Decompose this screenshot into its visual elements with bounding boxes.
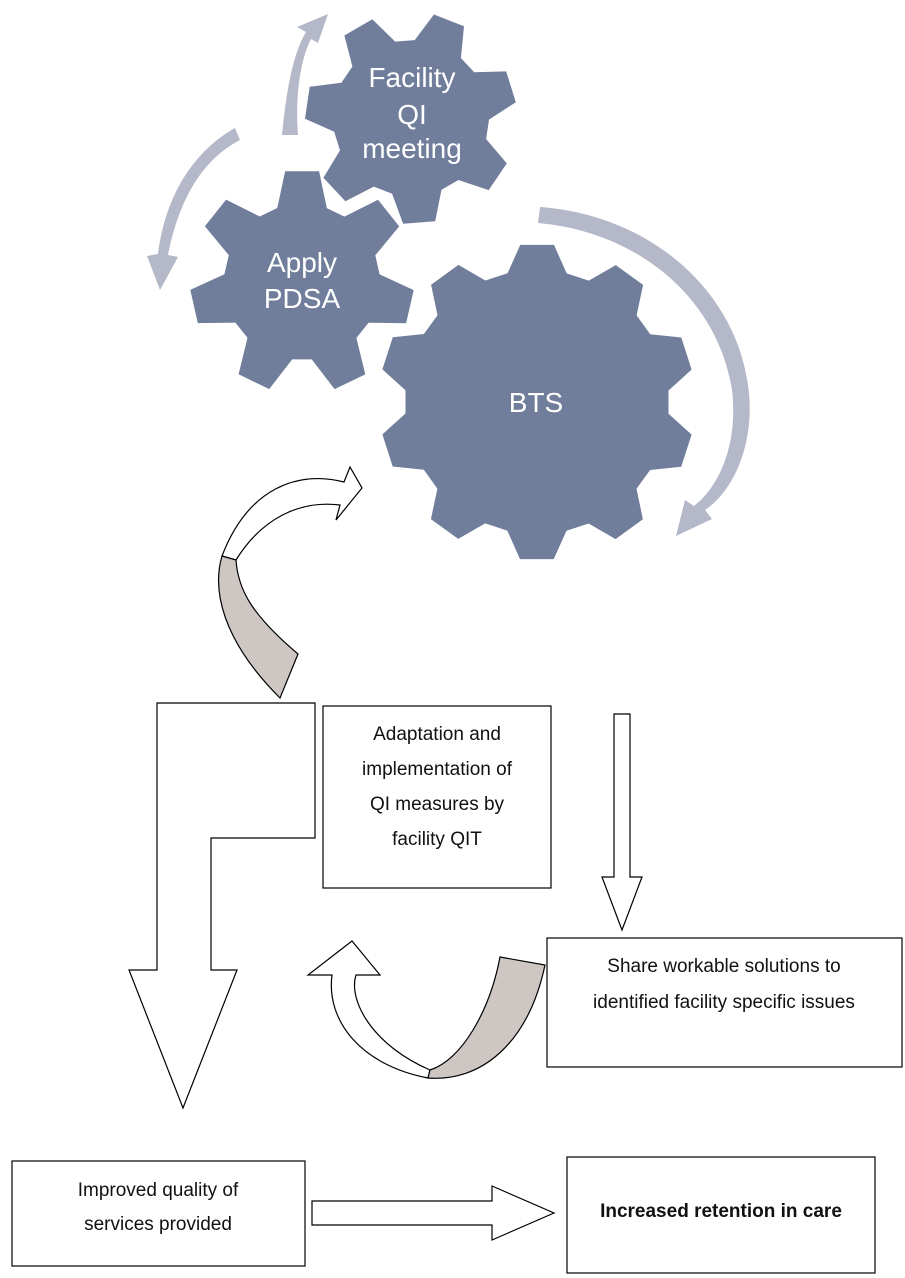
facility-qi-label-line-1: Facility	[368, 62, 455, 93]
share-text: Share workable solutions to identified f…	[593, 956, 855, 1013]
apply-pdsa-label-line-2: PDSA	[264, 283, 341, 314]
share-box	[546, 937, 903, 1068]
adaptation-text-line-2: implementation of	[362, 759, 513, 780]
improved-quality-text-line-1: Improved quality of	[78, 1180, 239, 1201]
adaptation-text-line-4: facility QIT	[392, 829, 482, 850]
apply-pdsa-label: Apply PDSA	[264, 247, 341, 314]
increased-retention-text: Increased retention in care	[600, 1201, 842, 1222]
l-shaped-down-arrow	[128, 702, 316, 1110]
bts-label: BTS	[509, 387, 563, 418]
share-text-line-1: Share workable solutions to	[607, 956, 840, 977]
improved-quality-text: Improved quality of services provided	[78, 1180, 239, 1235]
adaptation-text: Adaptation and implementation of QI meas…	[362, 724, 513, 850]
thin-down-arrow	[601, 713, 643, 932]
facility-qi-meeting-gear	[305, 14, 516, 224]
improved-quality-box	[11, 1160, 306, 1267]
apply-pdsa-label-line-1: Apply	[267, 247, 337, 278]
increased-retention-box	[566, 1156, 876, 1274]
curved-arrow-to-bts	[218, 465, 363, 700]
facility-qi-label-line-2: QI	[397, 99, 427, 130]
facility-qi-meeting-label: Facility QI meeting	[362, 62, 462, 164]
cycle-arrow-up	[282, 14, 328, 135]
right-arrow	[311, 1185, 556, 1241]
improved-quality-text-line-2: services provided	[84, 1214, 232, 1235]
adaptation-text-line-3: QI measures by	[370, 794, 505, 815]
adaptation-box	[322, 705, 552, 889]
adaptation-text-line-1: Adaptation and	[373, 724, 501, 745]
bts-gear	[382, 244, 692, 560]
cycle-arrow-right	[538, 207, 750, 536]
curved-arrow-from-share	[306, 940, 546, 1079]
apply-pdsa-gear	[190, 171, 414, 390]
cycle-arrow-left	[147, 128, 240, 290]
facility-qi-label-line-3: meeting	[362, 133, 462, 164]
share-text-line-2: identified facility specific issues	[593, 992, 855, 1013]
